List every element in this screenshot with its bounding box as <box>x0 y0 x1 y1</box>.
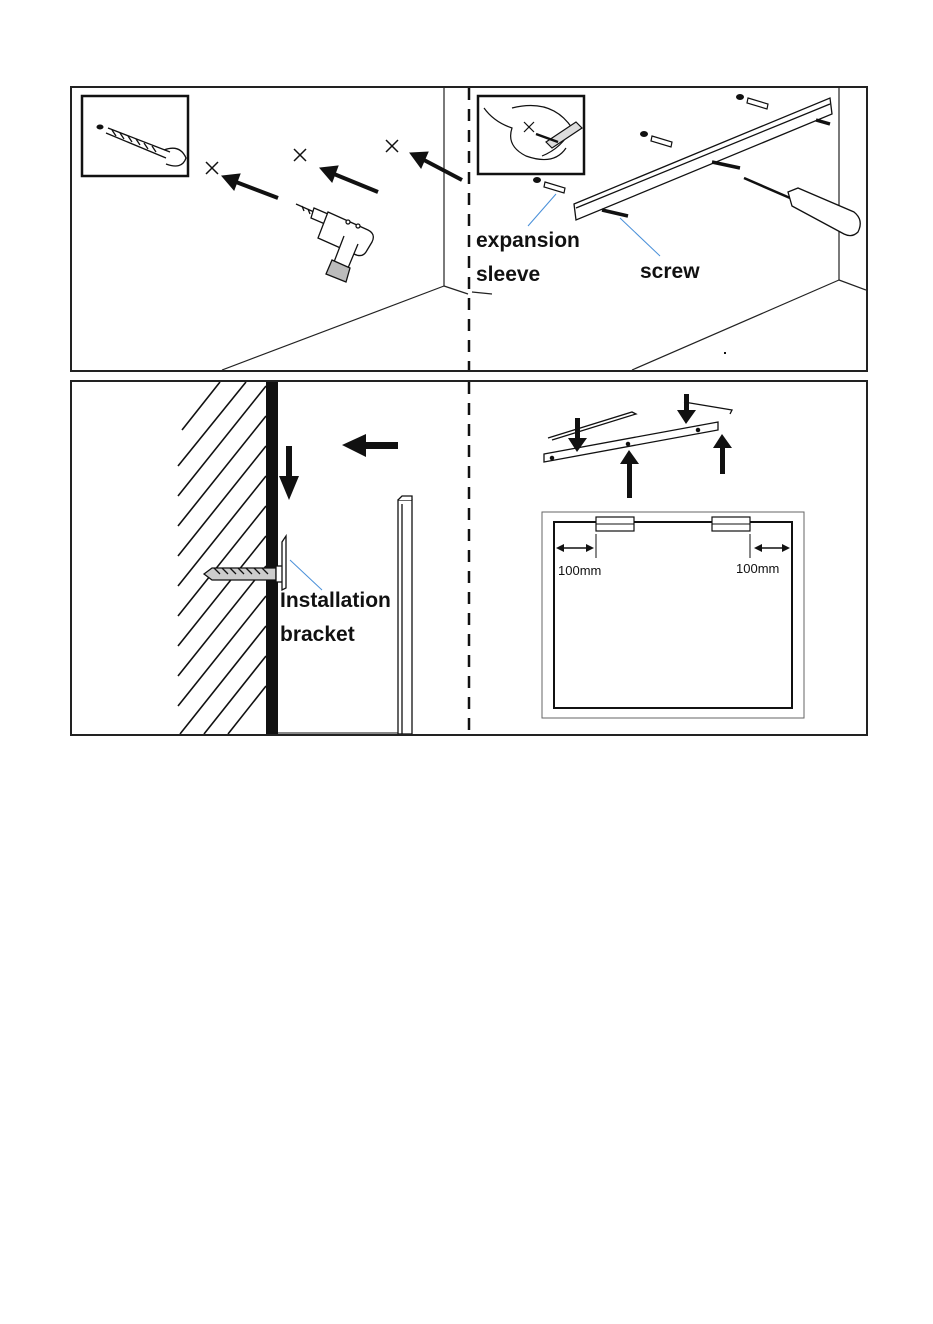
step-drill-and-mount-panel: expansion sleeve screw <box>70 86 868 372</box>
dimension-left-label: 100mm <box>558 564 601 577</box>
left-arrow-icon <box>342 434 398 457</box>
expansion-sleeve-callout <box>528 194 556 226</box>
top-panel-drawing <box>72 88 866 370</box>
dimension-left-icon <box>556 534 596 558</box>
expansion-sleeve-label-line1: expansion <box>476 230 580 251</box>
expansion-sleeve-label-line2: sleeve <box>476 264 540 285</box>
screw-callout <box>620 218 660 256</box>
screwdriver-icon <box>744 178 860 236</box>
step-hang-mirror-panel: Installation bracket 100mm 100mm <box>70 380 868 736</box>
installation-bracket-label-line2: bracket <box>280 624 355 645</box>
installation-bracket-callout <box>290 560 322 590</box>
dimension-right-icon <box>750 534 790 558</box>
mirror-frame-icon <box>542 512 804 718</box>
down-arrow-icon <box>279 446 299 500</box>
wall-surface <box>266 382 278 734</box>
dimension-right-label: 100mm <box>736 562 779 575</box>
mirror-edge-icon <box>398 496 412 734</box>
arrow-icon <box>222 152 462 198</box>
installation-bracket-label-line1: Installation <box>280 590 391 611</box>
drill-bit-detail-icon <box>82 96 188 176</box>
cross-mark-icon <box>206 140 398 174</box>
screw-label: screw <box>640 261 700 282</box>
electric-drill-icon <box>296 204 373 282</box>
expansion-sleeve-detail-icon <box>478 96 584 174</box>
wall-hatch-icon <box>178 382 266 734</box>
tiny-mark <box>724 352 726 354</box>
bracket-rail-icon <box>544 402 732 462</box>
bottom-panel-drawing <box>72 382 866 734</box>
